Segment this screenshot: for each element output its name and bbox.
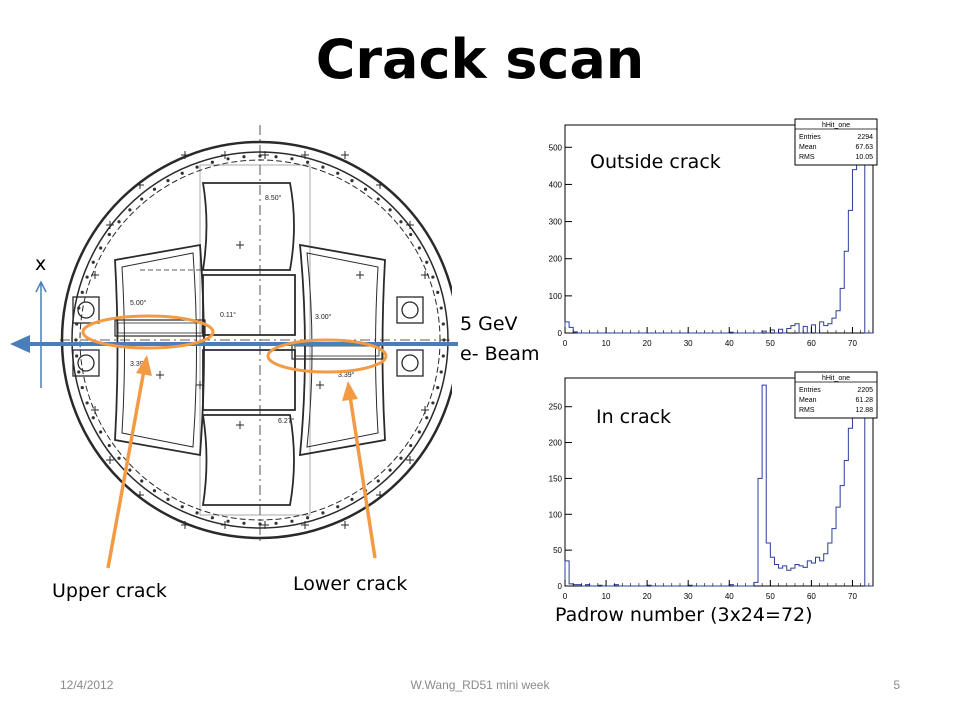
stats-key: Entries xyxy=(799,134,821,141)
lower-crack-arrow xyxy=(342,381,377,559)
y-tick-label: 100 xyxy=(549,292,563,301)
angle-label-7: 6.27° xyxy=(278,417,295,425)
page-number: 5 xyxy=(893,678,900,692)
beam-energy-label: 5 GeV xyxy=(460,313,518,335)
beam-arrow xyxy=(10,335,458,353)
stats-key: Mean xyxy=(799,144,817,151)
angle-label-6: 3.39° xyxy=(338,371,355,379)
stats-value: 12.88 xyxy=(855,407,873,414)
y-tick-label: 400 xyxy=(549,180,563,189)
upper-crack-label: Upper crack xyxy=(52,580,167,602)
y-tick-label: 200 xyxy=(549,439,563,448)
x-tick-label: 10 xyxy=(602,592,611,600)
x-axis-label: x xyxy=(35,253,47,275)
padrow-axis-label: Padrow number (3x24=72) xyxy=(555,604,813,626)
histogram-series xyxy=(564,377,873,587)
stats-key: Entries xyxy=(799,387,821,394)
y-tick-label: 200 xyxy=(549,255,563,264)
y-tick-label: 0 xyxy=(558,582,563,591)
stats-key: RMS xyxy=(799,407,815,414)
x-tick-label: 40 xyxy=(725,592,734,600)
x-tick-label: 10 xyxy=(602,339,611,347)
stats-value: 61.28 xyxy=(855,397,873,404)
stats-value: 10.05 xyxy=(855,154,873,161)
angle-label-5: 3.39° xyxy=(130,360,147,368)
slide-title: Crack scan xyxy=(315,28,645,91)
x-tick-label: 20 xyxy=(643,592,652,600)
x-tick-label: 40 xyxy=(725,339,734,347)
histogram-in-crack: 0 10 20 30 40 50 60 70 0 50 100 150 200 250 hHit_oneEn… xyxy=(549,371,878,600)
y-tick-label: 100 xyxy=(549,510,563,519)
stats-key: Mean xyxy=(799,397,817,404)
stats-value: 2205 xyxy=(857,387,873,394)
y-tick-label: 50 xyxy=(553,546,562,555)
x-tick-label: 0 xyxy=(563,339,568,347)
x-tick-label: 30 xyxy=(684,592,693,600)
angle-label-3: 0.11° xyxy=(220,311,236,319)
x-tick-label: 30 xyxy=(684,339,693,347)
upper-crack-arrow xyxy=(106,355,152,569)
footer-center: W.Wang_RD51 mini week xyxy=(410,678,550,692)
lower-crack-label: Lower crack xyxy=(293,573,408,595)
x-tick-label: 60 xyxy=(807,339,816,347)
stats-name: hHit_one xyxy=(822,122,850,129)
x-tick-label: 50 xyxy=(766,592,775,600)
footer-date: 12/4/2012 xyxy=(60,678,114,692)
in-crack-label: In crack xyxy=(596,406,672,428)
upper-crack-ellipse xyxy=(81,314,215,350)
detector-drawing: 8.50° 5.00° 0.11° 3.00° 3.39° 3.39° 6.27… xyxy=(60,125,452,545)
angle-label-4: 3.00° xyxy=(315,313,332,321)
y-tick-label: 500 xyxy=(549,143,563,152)
beam-type-label: e- Beam xyxy=(460,343,540,365)
stats-value: 2294 xyxy=(857,134,873,141)
x-axis-arrow xyxy=(35,280,47,388)
y-tick-label: 0 xyxy=(558,329,563,338)
x-tick-label: 70 xyxy=(848,339,857,347)
histogram-outside-crack: 0 10 20 30 40 50 60 70 0 100 200 300 400 500 hHit_oneE… xyxy=(549,118,878,347)
stats-value: 67.63 xyxy=(855,144,873,151)
y-tick-label: 250 xyxy=(549,403,563,412)
x-tick-label: 0 xyxy=(563,592,568,600)
stats-key: RMS xyxy=(799,154,815,161)
x-tick-label: 70 xyxy=(848,592,857,600)
x-tick-label: 60 xyxy=(807,592,816,600)
y-tick-label: 300 xyxy=(549,218,563,227)
angle-label-2: 5.00° xyxy=(130,299,147,307)
outside-crack-label: Outside crack xyxy=(590,151,721,173)
x-tick-label: 20 xyxy=(643,339,652,347)
stats-name: hHit_one xyxy=(822,375,850,382)
histogram-series xyxy=(564,124,873,334)
lower-crack-ellipse xyxy=(266,338,388,374)
angle-label-1: 8.50° xyxy=(265,194,282,202)
y-tick-label: 150 xyxy=(549,474,563,483)
x-tick-label: 50 xyxy=(766,339,775,347)
